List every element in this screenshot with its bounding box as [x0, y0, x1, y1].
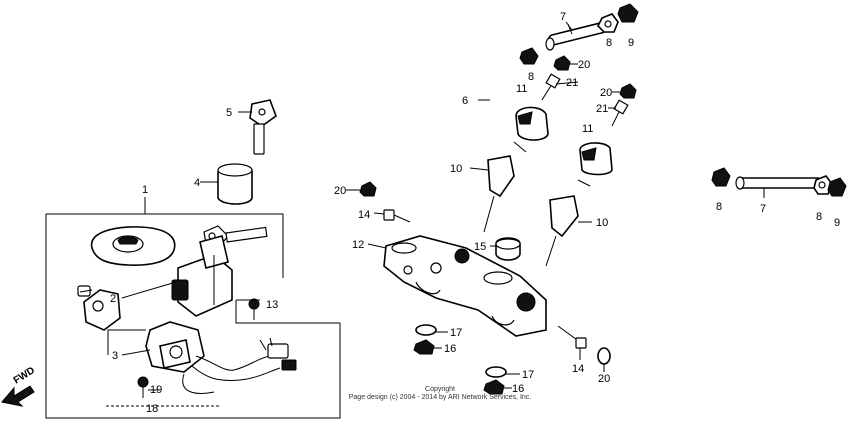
nut-20-c	[359, 181, 377, 197]
callout-4: 4	[194, 177, 200, 189]
lower-holder-right	[545, 195, 592, 267]
fwd-arrow: FWD	[1, 365, 37, 407]
callout-16-right: 16	[512, 383, 524, 395]
lower-holder-left	[469, 155, 515, 233]
callout-10-right: 10	[596, 217, 608, 229]
cap-15	[490, 237, 521, 261]
callout-17-right: 17	[522, 369, 534, 381]
callout-20-b: 20	[600, 87, 612, 99]
callout-20-d: 20	[598, 373, 610, 385]
nut-16-left	[413, 339, 442, 355]
copyright-line-0: Copyright	[425, 386, 455, 393]
bolt-14-upper	[373, 209, 411, 223]
callout-2: 2	[110, 293, 116, 305]
upper-holder-right	[579, 142, 613, 176]
contact-base	[145, 321, 297, 394]
callout-16-left: 16	[444, 343, 456, 355]
callout-9-top: 9	[628, 37, 634, 49]
nut-8-lower-left	[519, 47, 539, 65]
callout-20-c: 20	[334, 185, 346, 197]
callout-8-top: 8	[606, 37, 612, 49]
callout-8-right-b: 8	[816, 211, 822, 223]
ignition-switch-group	[45, 197, 341, 419]
screw-19	[137, 376, 149, 398]
callout-3: 3	[112, 350, 118, 362]
ignition-cover	[90, 226, 176, 266]
callout-10-left: 10	[450, 163, 462, 175]
callout-21-b: 21	[596, 103, 608, 115]
callout-14-lower: 14	[572, 363, 584, 375]
callout-9-right: 9	[834, 217, 840, 229]
fwd-label: FWD	[12, 365, 37, 386]
nut-20-a	[553, 55, 571, 71]
callout-18: 18	[146, 403, 158, 415]
nut-8-top	[597, 13, 619, 33]
nut-9-top	[617, 3, 639, 23]
callout-15: 15	[474, 241, 486, 253]
callout-5: 5	[226, 107, 232, 119]
upper-holder-left	[515, 106, 549, 141]
callout-20-a: 20	[578, 59, 590, 71]
washer-17-right	[485, 366, 520, 378]
callout-labels: 1 2 3 4 5 6 7 7 8 8 8 8 9 9 10 10 11 11 …	[110, 11, 840, 415]
callout-13: 13	[266, 299, 278, 311]
washer-17-left	[415, 324, 448, 336]
bar-end-weight-right	[735, 176, 823, 198]
callout-8-left: 8	[528, 71, 534, 83]
ignition-switch-body	[171, 235, 233, 317]
callout-7-top: 7	[560, 11, 566, 23]
callout-12: 12	[352, 239, 364, 251]
callout-6: 6	[462, 95, 468, 107]
callout-1: 1	[142, 184, 148, 196]
nut-20-b	[619, 83, 637, 99]
spare-key	[249, 99, 277, 155]
nut-9-right	[827, 177, 847, 197]
key-sleeve	[200, 163, 253, 205]
steering-lock	[77, 285, 121, 331]
callout-leaders	[238, 21, 620, 372]
callout-11-right: 11	[582, 123, 593, 135]
screw-13	[248, 298, 260, 320]
nut-8-right-b	[813, 175, 833, 195]
bolt-14-lower	[557, 325, 587, 360]
callout-7-right: 7	[760, 203, 766, 215]
handlebar	[478, 6, 821, 187]
cap-20-d	[597, 347, 611, 365]
callout-14-upper: 14	[358, 209, 370, 221]
nut-8-right-a	[711, 167, 731, 187]
top-bridge	[367, 235, 547, 337]
copyright-line-1: Page design (c) 2004 - 2014 by ARI Netwo…	[349, 394, 532, 401]
nut-16-right	[483, 379, 512, 395]
callout-17-left: 17	[450, 327, 462, 339]
callout-8-right-a: 8	[716, 201, 722, 213]
callout-11-left: 11	[516, 83, 527, 95]
bolt-21-b	[611, 99, 629, 127]
callout-19: 19	[150, 384, 162, 396]
